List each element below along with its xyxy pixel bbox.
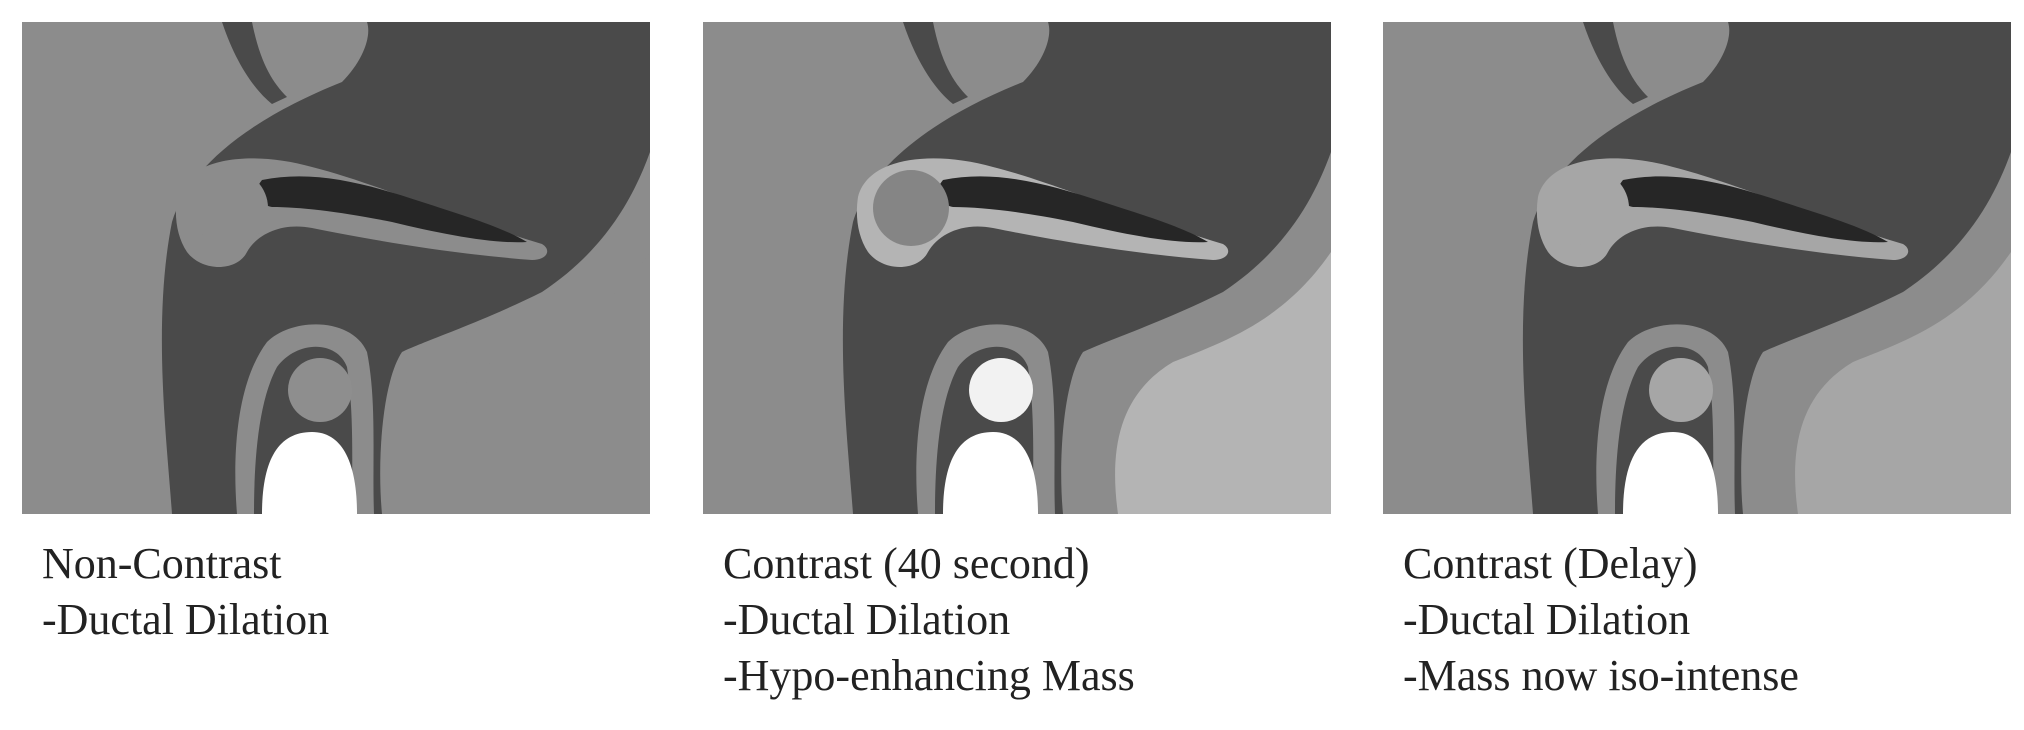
caption-finding-ductal-dilation: -Ductal Dilation [723,595,1011,644]
bright-structure [262,432,357,514]
panel-non-contrast: Non-Contrast -Ductal Dilation [22,22,650,648]
panel-contrast-40-second: Contrast (40 second) -Ductal Dilation -H… [703,22,1331,704]
panel-contrast-delay: Contrast (Delay) -Ductal Dilation -Mass … [1383,22,2011,704]
caption: Contrast (40 second) -Ductal Dilation -H… [703,536,1331,704]
pancreatic-head-mass [192,170,268,246]
right-organ [434,252,650,514]
dilated-pancreatic-duct [256,176,527,243]
caption-title: Non-Contrast [42,539,282,588]
pancreatic-head-mass [873,170,949,246]
caption: Non-Contrast -Ductal Dilation [22,536,650,648]
caption-title: Contrast (40 second) [723,539,1090,588]
vessel-lumen [288,358,352,422]
dark-fat-strand [1583,22,1648,104]
caption-finding-ductal-dilation: -Ductal Dilation [1403,595,1691,644]
caption: Contrast (Delay) -Ductal Dilation -Mass … [1383,536,2011,704]
vessel-lumen [969,358,1033,422]
anatomy-diagram-non-contrast [22,22,650,514]
dark-fat-strand [903,22,968,104]
bright-structure [943,432,1038,514]
right-organ [1795,252,2011,514]
caption-finding-mass: -Hypo-enhancing Mass [723,651,1135,700]
bright-structure [1623,432,1718,514]
dilated-pancreatic-duct [937,176,1208,243]
dark-fat-strand [222,22,287,104]
anatomy-diagram-contrast-40-second [703,22,1331,514]
right-organ [1115,252,1331,514]
anatomy-diagram-contrast-delay [1383,22,2011,514]
caption-title: Contrast (Delay) [1403,539,1698,588]
caption-finding-mass: -Mass now iso-intense [1403,651,1799,700]
pancreatic-head-mass [1553,170,1629,246]
caption-finding-ductal-dilation: -Ductal Dilation [42,595,330,644]
vessel-lumen [1649,358,1713,422]
dilated-pancreatic-duct [1617,176,1888,243]
